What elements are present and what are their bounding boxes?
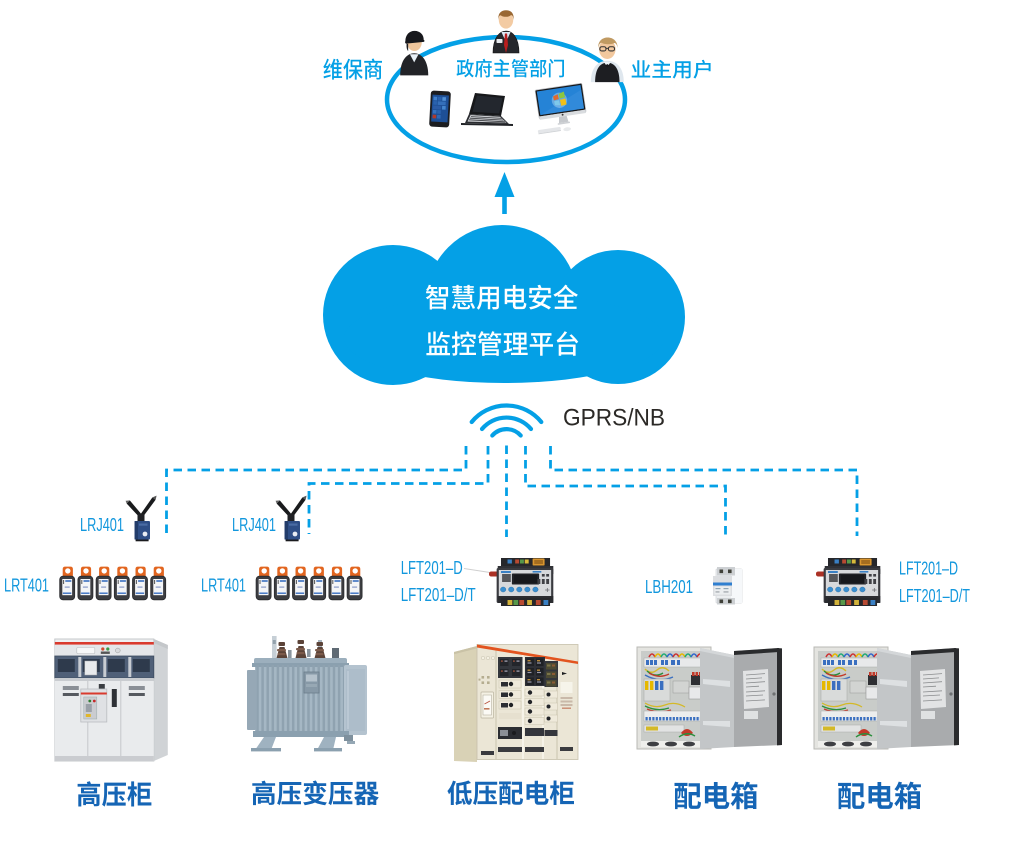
svg-text:LRJ401: LRJ401 <box>232 515 276 535</box>
svg-text:LRT401: LRT401 <box>201 576 246 596</box>
svg-text:GPRS/NB: GPRS/NB <box>563 405 665 432</box>
svg-text:LFT201–D: LFT201–D <box>401 558 463 578</box>
svg-text:LFT201–D: LFT201–D <box>899 559 958 579</box>
svg-text:LBH201: LBH201 <box>645 577 693 597</box>
svg-text:LRT401: LRT401 <box>4 576 49 596</box>
svg-text:LFT201–D/T: LFT201–D/T <box>899 586 970 606</box>
svg-text:LFT201–D/T: LFT201–D/T <box>401 585 476 605</box>
svg-text:LRJ401: LRJ401 <box>80 515 124 535</box>
